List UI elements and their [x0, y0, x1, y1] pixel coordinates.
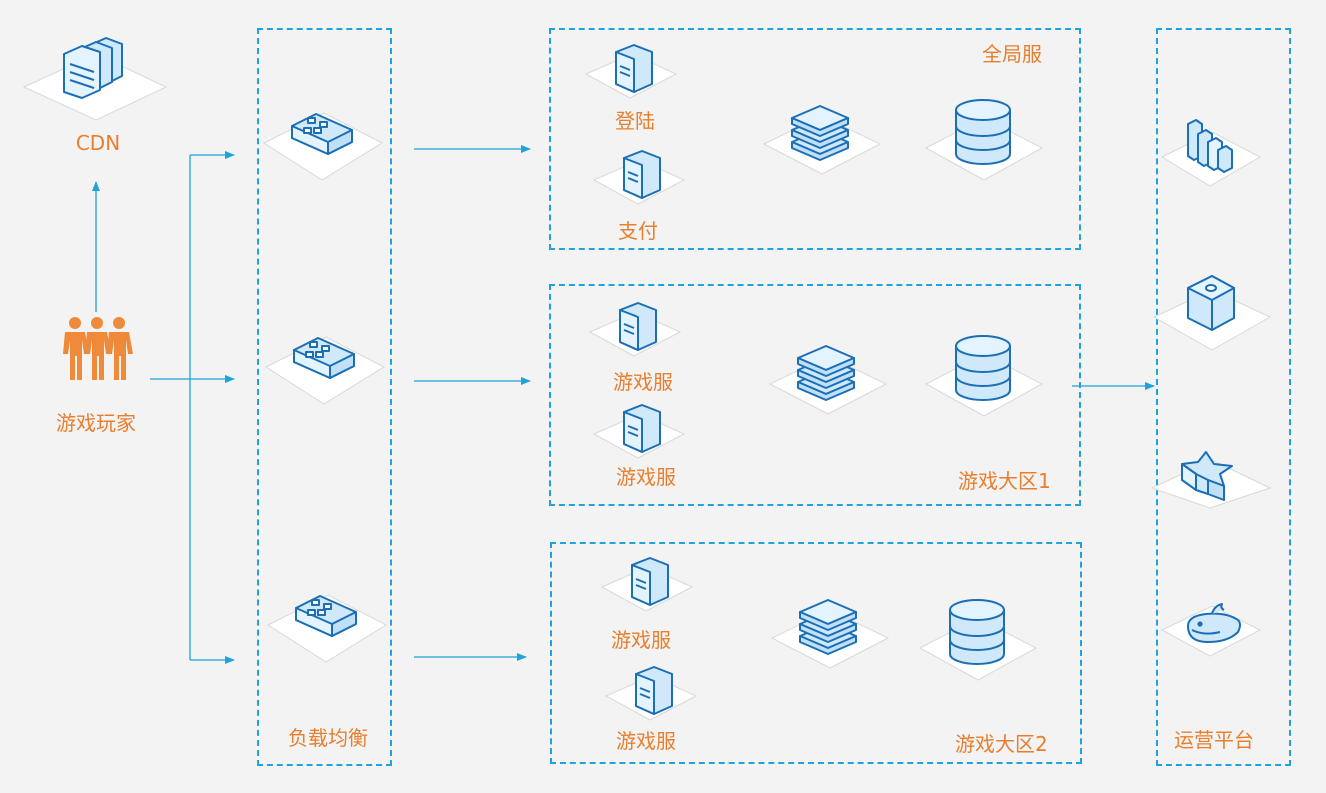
- ops-platform-label: 运营平台: [1174, 728, 1254, 752]
- load-balancer-icon-1: [262, 112, 384, 181]
- cube-storage-icon: [1152, 275, 1272, 351]
- star-service-icon: [1150, 451, 1272, 509]
- database-icon-global: [924, 99, 1044, 181]
- game-server-label-zone2-a: 游戏服: [611, 628, 671, 652]
- players-icon: [63, 317, 133, 380]
- zone1-label: 游戏大区1: [958, 469, 1051, 493]
- game-server-label-zone1-b: 游戏服: [616, 465, 676, 489]
- ops-platform-group: [1156, 28, 1291, 766]
- zone2-label: 游戏大区2: [955, 732, 1048, 756]
- game-server-icon-zone2-a: [600, 557, 694, 612]
- cache-stack-icon-zone1: [768, 345, 888, 415]
- load-balance-label: 负载均衡: [288, 726, 368, 750]
- load-balance-group: [257, 28, 392, 766]
- game-server-icon-zone1-b: [592, 404, 686, 459]
- login-server-icon: [584, 44, 678, 99]
- zone2-group: [550, 542, 1082, 764]
- cdn-icon: [22, 37, 168, 121]
- login-label: 登陆: [615, 109, 655, 133]
- database-icon-zone1: [924, 335, 1044, 417]
- game-server-label-zone1-a: 游戏服: [613, 370, 673, 394]
- cache-stack-icon-zone2: [770, 599, 890, 669]
- game-server-icon-zone2-b: [604, 666, 698, 721]
- global-server-label: 全局服: [982, 42, 1042, 66]
- database-icon-zone2: [918, 599, 1038, 681]
- cdn-label: CDN: [75, 131, 121, 155]
- bar-chart-analytics-icon: [1160, 119, 1262, 187]
- payment-server-icon: [592, 150, 686, 205]
- load-balancer-icon-2: [264, 336, 386, 405]
- game-server-label-zone2-b: 游戏服: [616, 729, 676, 753]
- docker-whale-icon: [1160, 603, 1262, 657]
- load-balancer-icon-3: [266, 594, 388, 663]
- cache-stack-icon-global: [762, 105, 882, 175]
- zone1-group: [549, 284, 1081, 506]
- payment-label: 支付: [618, 219, 658, 243]
- global-server-group: [549, 28, 1081, 250]
- players-label: 游戏玩家: [56, 411, 136, 435]
- game-server-icon-zone1-a: [588, 302, 682, 357]
